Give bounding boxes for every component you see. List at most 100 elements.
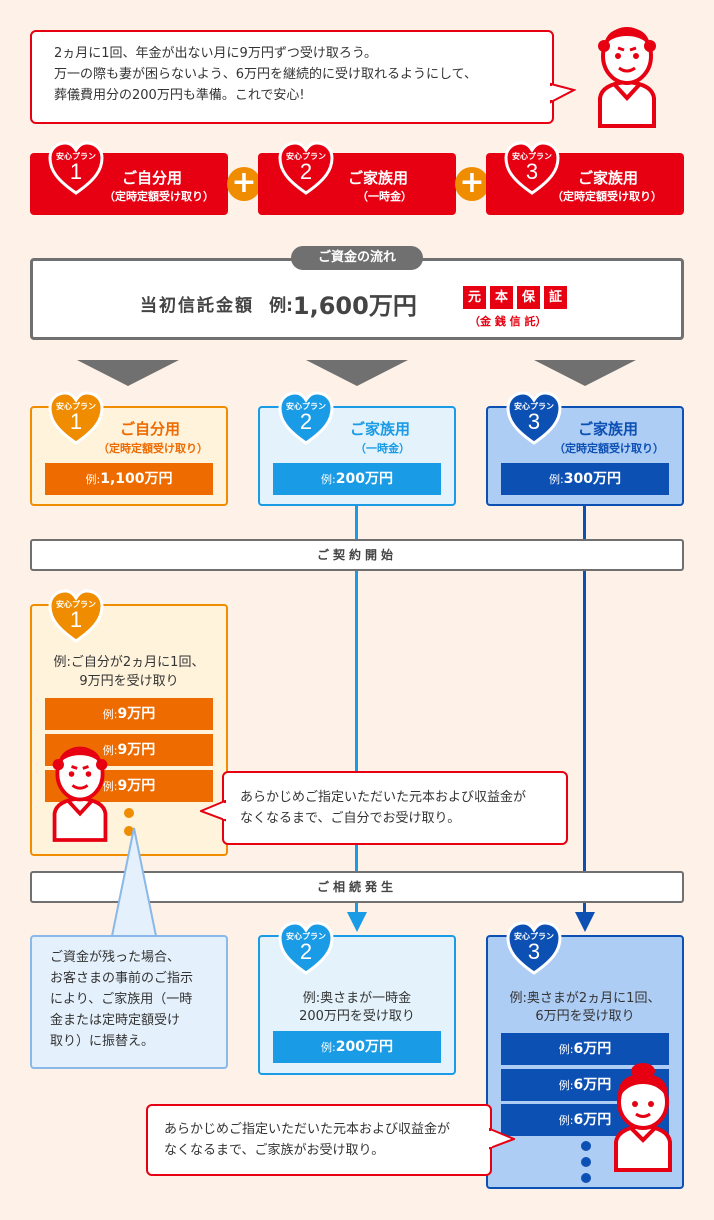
plan-1-alloc-title: ご自分用 xyxy=(120,420,181,438)
transfer-note-line-2: お客さまの事前のご指示 xyxy=(50,971,194,986)
amount-prefix: 例: xyxy=(102,708,118,721)
heart-badge-detail-1: 安心プラン 1 xyxy=(47,588,105,644)
plan-3-detail-line-2: 6万円を受け取り xyxy=(535,1009,635,1024)
old-man-illustration xyxy=(52,746,108,842)
transfer-note-line-5: 取り）に振替え。 xyxy=(50,1034,155,1049)
continuation-dot xyxy=(581,1173,591,1183)
contract-start-bar: ご契約開始 xyxy=(30,539,684,571)
heart-label: 安心プラン xyxy=(56,152,96,161)
heart-badge-plan-1: 安心プラン 1 xyxy=(47,140,105,196)
initial-prefix: 例: xyxy=(269,296,293,316)
family-receipt-note: あらかじめご指定いただいた元本および収益金が なくなるまで、ご家族がお受け取り。 xyxy=(146,1104,492,1176)
plan-1-title: ご自分用 xyxy=(122,169,183,187)
plan-1-alloc-sub: （定時定額受け取り） xyxy=(98,442,208,455)
down-arrow-3 xyxy=(534,360,636,386)
plan-1-alloc-amount: 例:1,100万円 xyxy=(45,463,213,495)
family-note-line-2: なくなるまで、ご家族がお受け取り。 xyxy=(164,1143,385,1158)
old-man-illustration xyxy=(598,27,656,128)
transfer-note-line-1: ご資金が残った場合、 xyxy=(50,950,181,965)
plan-1-sub: （定時定額受け取り） xyxy=(104,190,214,203)
plan-3-payment-1: 例:6万円 xyxy=(501,1033,669,1065)
self-note-line-2: なくなるまで、ご自分でお受け取り。 xyxy=(240,811,461,826)
plan-1-detail-line-1: 例:ご自分が2ヵ月に1回、 xyxy=(53,655,205,670)
self-note-line-1: あらかじめご指定いただいた元本および収益金が xyxy=(240,790,527,805)
plan-3-flow-line xyxy=(583,505,586,915)
plan-2-title: ご家族用 xyxy=(348,169,409,187)
transfer-note-tail xyxy=(110,827,158,937)
heart-label: 安心プラン xyxy=(286,402,326,411)
plan-3-alloc-title: ご家族用 xyxy=(578,420,639,438)
heart-number: 1 xyxy=(69,607,83,632)
heart-badge-plan-3: 安心プラン 3 xyxy=(503,140,561,196)
plan-3-detail-line-1: 例:奥さまが2ヵ月に1回、 xyxy=(509,991,661,1006)
heart-number: 2 xyxy=(299,939,313,964)
guarantee-badge: 元 本 保 証 （金 銭 信 託） xyxy=(463,286,583,329)
plan-2-flow-line xyxy=(355,505,358,915)
heart-badge-alloc-2: 安心プラン 2 xyxy=(277,390,335,446)
plan-2-arrow-head xyxy=(347,912,367,932)
transfer-note-line-4: 金または定時定額受け xyxy=(50,1013,181,1028)
transfer-note-line-3: により、ご家族用（一時 xyxy=(50,992,193,1007)
heart-number: 2 xyxy=(299,159,313,184)
amount-value: 6万円 xyxy=(573,1112,612,1128)
guarantee-sub: （金 銭 信 託） xyxy=(469,315,547,328)
heart-number: 3 xyxy=(527,939,541,964)
intro-line-3: 葬儀費用分の200万円も準備。これで安心! xyxy=(54,88,305,103)
amount-prefix: 例: xyxy=(85,473,101,486)
amount-value: 9万円 xyxy=(117,706,156,722)
family-note-tail xyxy=(489,1128,515,1150)
transfer-note: ご資金が残った場合、 お客さまの事前のご指示 により、ご家族用（一時 金または定… xyxy=(30,935,228,1069)
plan-3-title: ご家族用 xyxy=(578,169,639,187)
down-arrow-1 xyxy=(77,360,179,386)
plan-3-alloc-sub: （定時定額受け取り） xyxy=(554,442,664,455)
old-woman-illustration xyxy=(614,1063,672,1172)
plan-3-sub: （定時定額受け取り） xyxy=(552,190,662,203)
heart-number: 1 xyxy=(69,159,83,184)
continuation-dot xyxy=(581,1157,591,1167)
plan-3-alloc-amount: 例:300万円 xyxy=(501,463,669,495)
heart-number: 1 xyxy=(69,409,83,434)
guarantee-char: 証 xyxy=(544,286,567,309)
continuation-dot xyxy=(124,808,134,818)
continuation-dot xyxy=(581,1141,591,1151)
plan-2-button: ご家族用 （一時金） xyxy=(258,153,456,215)
guarantee-char: 元 xyxy=(463,286,486,309)
heart-number: 3 xyxy=(527,409,541,434)
heart-number: 3 xyxy=(525,159,539,184)
amount-prefix: 例: xyxy=(321,1041,336,1054)
plan-2-alloc-sub: （一時金） xyxy=(355,442,410,455)
plan-2-alloc-title: ご家族用 xyxy=(350,420,411,438)
heart-label: 安心プラン xyxy=(514,932,554,941)
initial-label: 当初信託金額 xyxy=(140,296,254,316)
initial-amount-row: 当初信託金額 例:1,600万円 xyxy=(140,286,417,322)
fund-flow-label: ご資金の流れ xyxy=(291,246,423,270)
amount-value: 300万円 xyxy=(563,471,621,487)
heart-label: 安心プラン xyxy=(56,402,96,411)
plan-2-alloc-amount: 例:200万円 xyxy=(273,463,441,495)
amount-prefix: 例: xyxy=(558,1114,574,1127)
plus-icon-2: + xyxy=(455,167,489,201)
intro-speech-bubble: 2ヵ月に1回、年金が出ない月に9万円ずつ受け取ろう。 万一の際も妻が困らないよう… xyxy=(30,30,554,124)
guarantee-char: 保 xyxy=(517,286,540,309)
heart-number: 2 xyxy=(299,409,313,434)
self-note-tail xyxy=(200,800,226,822)
heart-label: 安心プラン xyxy=(56,600,96,609)
heart-badge-plan-2: 安心プラン 2 xyxy=(277,140,335,196)
plan-2-detail-line-2: 200万円を受け取り xyxy=(299,1009,415,1024)
amount-prefix: 例: xyxy=(102,744,118,757)
amount-prefix: 例: xyxy=(558,1043,574,1056)
amount-value: 6万円 xyxy=(573,1077,612,1093)
plan-1-detail-line-2: 9万円を受け取り xyxy=(79,674,179,689)
amount-value: 200万円 xyxy=(335,1039,393,1055)
amount-value: 6万円 xyxy=(573,1041,612,1057)
initial-amount: 1,600万円 xyxy=(292,292,417,320)
family-note-line-1: あらかじめご指定いただいた元本および収益金が xyxy=(164,1122,451,1137)
heart-label: 安心プラン xyxy=(286,152,326,161)
heart-label: 安心プラン xyxy=(514,402,554,411)
amount-prefix: 例: xyxy=(102,780,118,793)
plan-2-sub: （一時金） xyxy=(357,190,412,203)
amount-prefix: 例: xyxy=(558,1079,574,1092)
bubble-tail xyxy=(550,82,576,104)
heart-badge-detail-3: 安心プラン 3 xyxy=(505,920,563,976)
plan-3-arrow-head xyxy=(575,912,595,932)
